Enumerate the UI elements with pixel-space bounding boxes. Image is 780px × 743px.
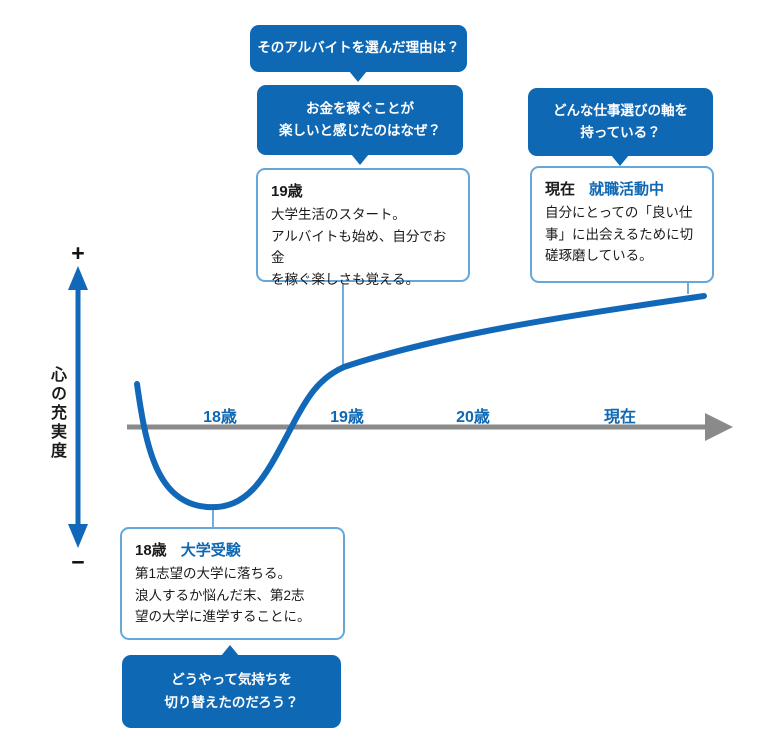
bubble-tail-up-icon xyxy=(221,645,239,656)
event-body: 自分にとっての「良い仕 事」に出会えるために切 磋琢磨している。 xyxy=(545,205,694,264)
event-box-now: 現在 就職活動中 自分にとっての「良い仕 事」に出会えるために切 磋琢磨している… xyxy=(530,166,714,283)
question-bubble-text: そのアルバイトを選んだ理由は？ xyxy=(257,40,460,56)
x-tick-now: 現在 xyxy=(603,409,636,426)
event-title: 18歳 大学受験 xyxy=(135,539,330,560)
x-tick-19: 19歳 xyxy=(330,409,364,426)
event-title: 現在 就職活動中 xyxy=(545,178,699,199)
y-axis-minus-sign: − xyxy=(71,549,85,575)
event-box-age18: 18歳 大学受験 第1志望の大学に落ちる。 浪人するか悩んだ末、第2志 望の大学… xyxy=(120,527,345,640)
event-title: 19歳 xyxy=(271,180,455,201)
bubble-tail-down-icon xyxy=(349,71,367,82)
bubble-tail-down-icon xyxy=(611,155,629,166)
y-axis-arrowhead-up-icon xyxy=(68,266,88,290)
y-axis-arrowhead-down-icon xyxy=(68,524,88,548)
time-axis-arrowhead-icon xyxy=(705,413,733,441)
y-axis-label: 心の充実度 xyxy=(48,366,65,461)
event-box-age19: 19歳 大学生活のスタート。 アルバイトも始め、自分でお金 を稼ぐ楽しさも覚える… xyxy=(256,168,470,287)
event-body: 大学生活のスタート。 アルバイトも始め、自分でお金 を稼ぐ楽しさも覚える。 xyxy=(271,207,447,287)
question-bubble-mindset-switch: どうやって気持ちを 切り替えたのだろう？ xyxy=(122,645,341,728)
x-tick-18: 18歳 xyxy=(203,409,237,426)
question-bubble-text: どうやって気持ちを 切り替えたのだろう？ xyxy=(164,672,299,710)
event-tag: 就職活動中 xyxy=(589,181,665,198)
y-axis-plus-sign: + xyxy=(71,240,85,266)
event-body: 第1志望の大学に落ちる。 浪人するか悩んだ末、第2志 望の大学に進学することに。 xyxy=(135,566,311,625)
question-bubble-earning-money: お金を稼ぐことが 楽しいと感じたのはなぜ？ xyxy=(257,85,463,165)
x-tick-20: 20歳 xyxy=(456,409,490,426)
question-bubble-text: どんな仕事選びの軸を 持っている？ xyxy=(553,102,688,140)
event-age: 現在 xyxy=(545,181,576,198)
fulfillment-curve xyxy=(134,293,707,511)
question-bubble-job-criteria: どんな仕事選びの軸を 持っている？ xyxy=(528,88,713,166)
event-age: 19歳 xyxy=(271,183,303,200)
question-bubble-text: お金を稼ぐことが 楽しいと感じたのはなぜ？ xyxy=(279,100,441,138)
event-age: 18歳 xyxy=(135,542,167,559)
question-bubble-part-time-job: そのアルバイトを選んだ理由は？ xyxy=(250,25,467,82)
bubble-tail-down-icon xyxy=(351,154,369,165)
event-tag: 大学受験 xyxy=(180,542,241,559)
